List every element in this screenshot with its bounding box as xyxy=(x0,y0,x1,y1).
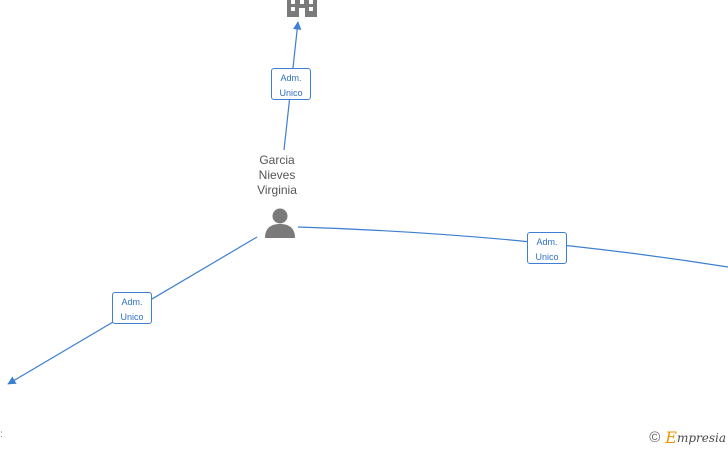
person-name-label[interactable]: Garcia Nieves Virginia xyxy=(237,153,317,198)
person-name-line-3: Virginia xyxy=(257,183,297,197)
relation-role-line: Unico xyxy=(535,252,559,262)
relation-label-bottom-left[interactable]: Adm. Unico xyxy=(112,292,152,324)
relation-label-top[interactable]: Adm. Unico xyxy=(271,68,311,100)
brand-name: mpresia xyxy=(676,430,726,445)
relation-role-line: Adm. xyxy=(280,73,302,83)
person-name-line-2: Nieves xyxy=(258,168,296,182)
person-icon[interactable] xyxy=(265,208,295,239)
brand-initial: E xyxy=(665,428,677,447)
brand-watermark: © E mpresia xyxy=(649,428,726,447)
relation-role-line: Adm. xyxy=(536,237,558,247)
person-name-line-1: Garcia xyxy=(259,153,295,167)
relation-role-line: Unico xyxy=(120,312,144,322)
edge-to-right xyxy=(297,226,728,268)
building-icon[interactable] xyxy=(287,0,317,17)
edge-text-fragment: : xyxy=(0,429,3,440)
copyright-icon: © xyxy=(649,429,661,446)
relation-role-line: Adm. xyxy=(121,297,143,307)
relation-role-line: Unico xyxy=(279,88,303,98)
relation-label-right[interactable]: Adm. Unico xyxy=(527,232,567,264)
